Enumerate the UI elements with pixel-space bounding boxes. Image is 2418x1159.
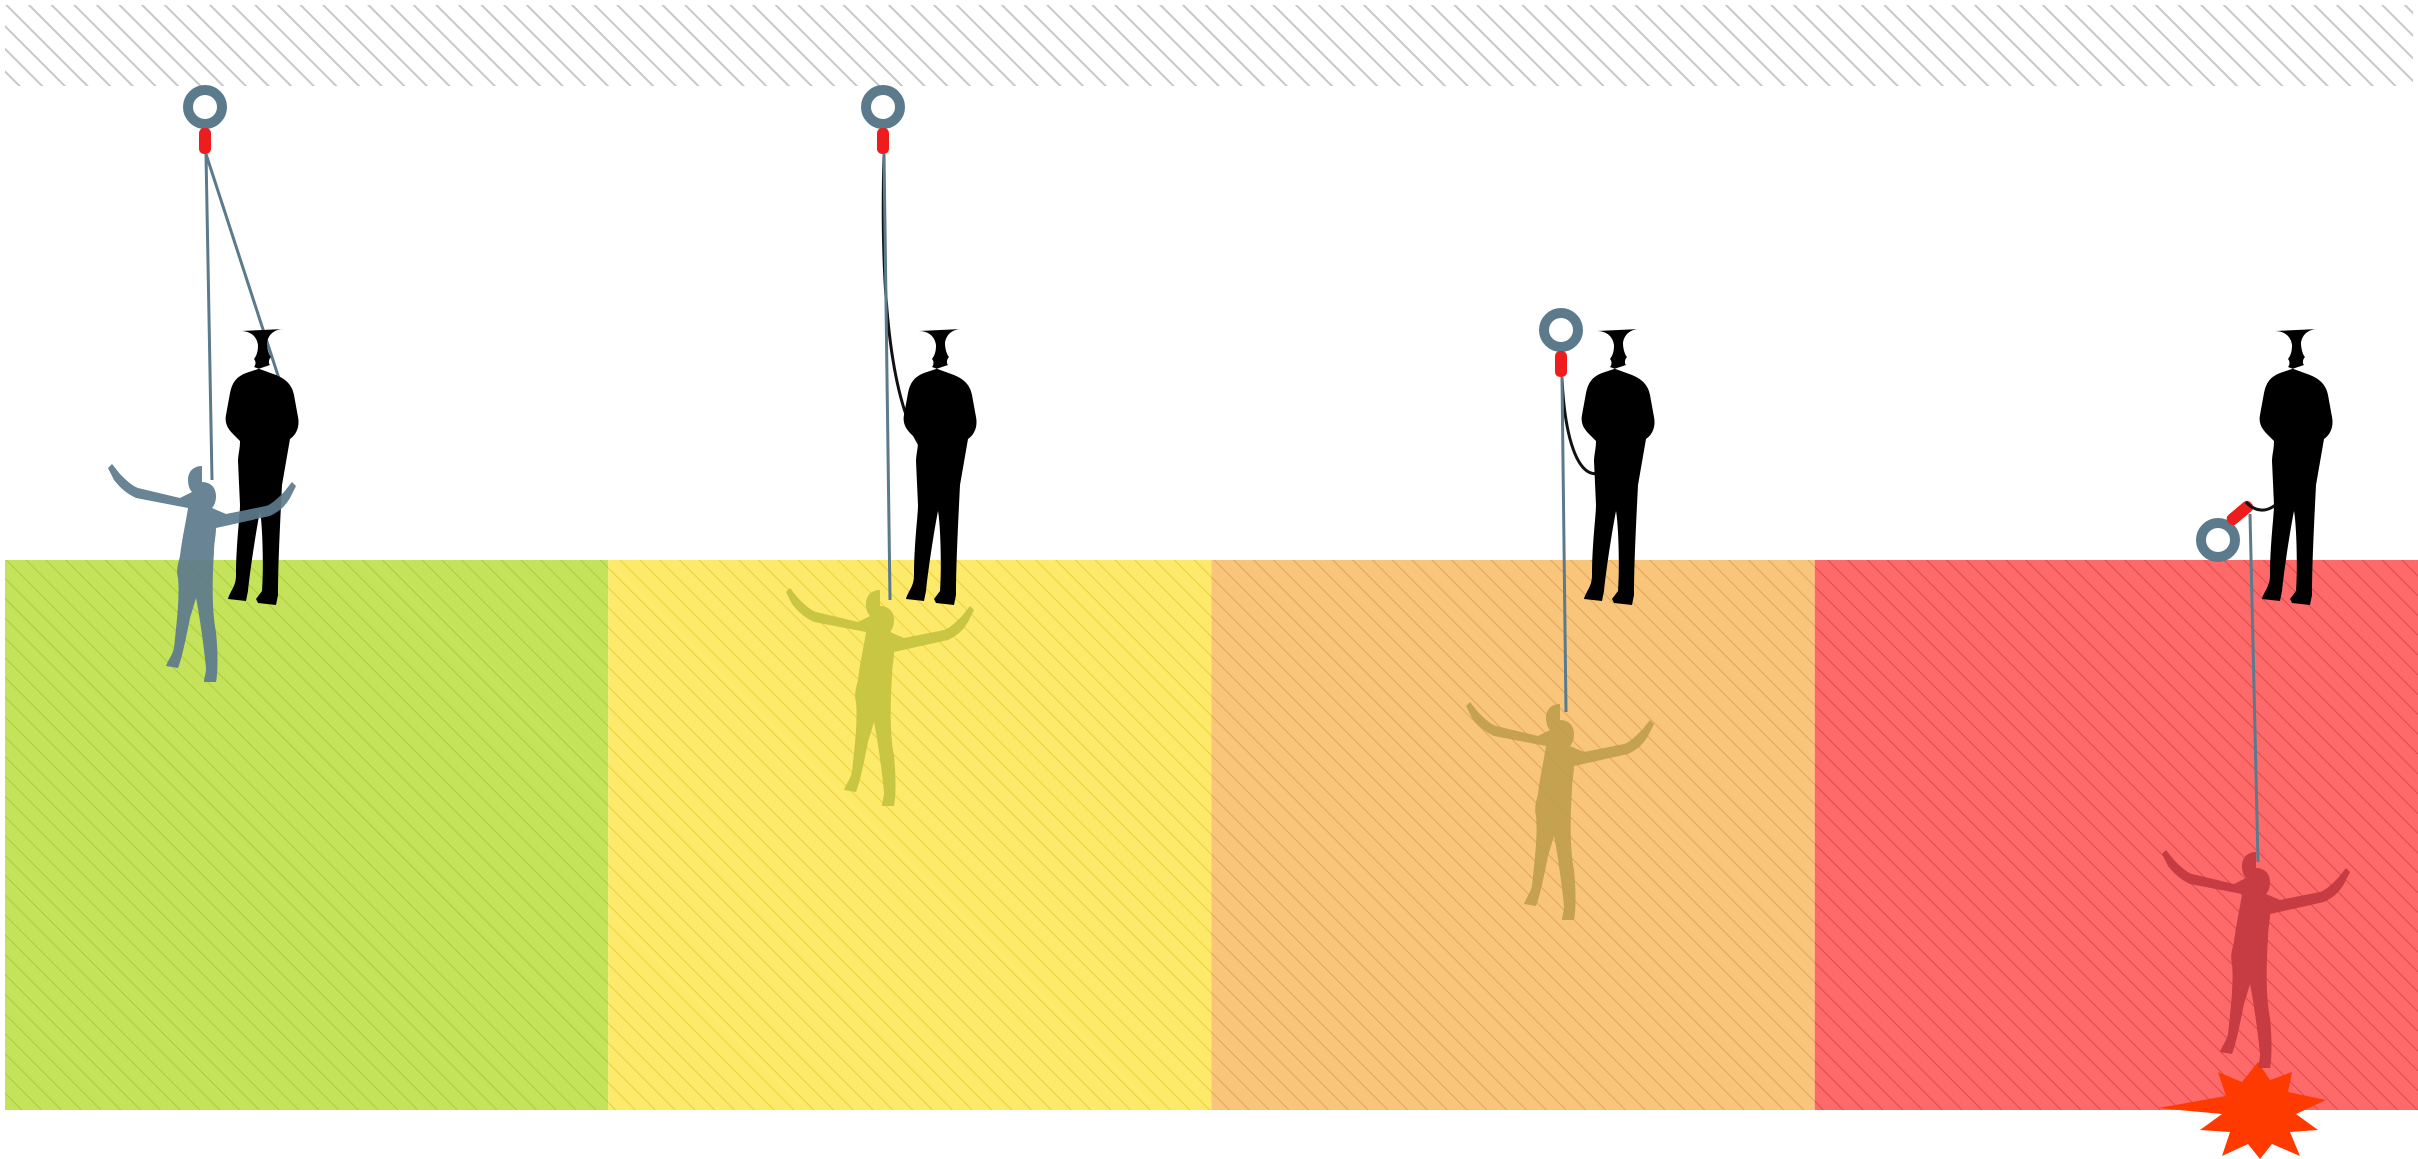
connector-icon bbox=[1555, 351, 1567, 377]
fall-zone-green bbox=[5, 560, 608, 1110]
anchor-ring-icon bbox=[188, 90, 222, 124]
lanyard-line bbox=[206, 154, 212, 480]
connector-icon bbox=[199, 128, 211, 154]
anchor-ring-icon bbox=[1544, 313, 1578, 347]
connector-icon bbox=[877, 128, 889, 154]
lanyard-line bbox=[206, 154, 284, 394]
fall-zones bbox=[5, 560, 2418, 1110]
fall-zone-red bbox=[1815, 560, 2418, 1110]
lanyard-line bbox=[884, 154, 890, 600]
ceiling-hatch-band bbox=[5, 5, 2413, 86]
anchor-ring-icon bbox=[2201, 523, 2235, 557]
anchor-ring-icon bbox=[866, 90, 900, 124]
fall-zone-orange bbox=[1212, 560, 1815, 1110]
